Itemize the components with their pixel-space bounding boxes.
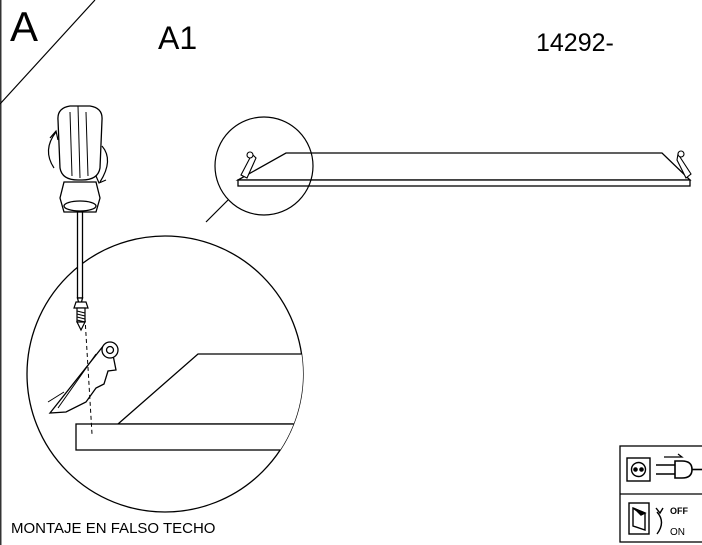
- product-reference: 14292-: [536, 29, 614, 57]
- on-label: ON: [670, 527, 685, 538]
- screw-icon: [73, 301, 89, 332]
- panel-front-edge: [75, 423, 303, 451]
- step-code: A1: [158, 20, 198, 56]
- page-frame: [0, 0, 96, 545]
- zoom-callout: [205, 116, 314, 223]
- power-socket-icon: [626, 457, 651, 482]
- detail-magnifier: [26, 235, 304, 513]
- step-letter: A: [10, 3, 39, 50]
- screwdriver-icon: [57, 105, 103, 305]
- right-spring-clip: [676, 150, 692, 179]
- curved-arrow-icon: [655, 507, 664, 535]
- caption: MONTAJE EN FALSO TECHO: [11, 520, 216, 537]
- rocker-switch-icon: [628, 502, 650, 535]
- plug-icon: [656, 453, 702, 479]
- rotation-arrow-icon: [47, 129, 109, 184]
- left-spring-clip: [240, 151, 257, 179]
- panel-edge-detail: [116, 353, 303, 425]
- ceiling-panel: [235, 152, 692, 187]
- off-label: OFF: [670, 506, 688, 516]
